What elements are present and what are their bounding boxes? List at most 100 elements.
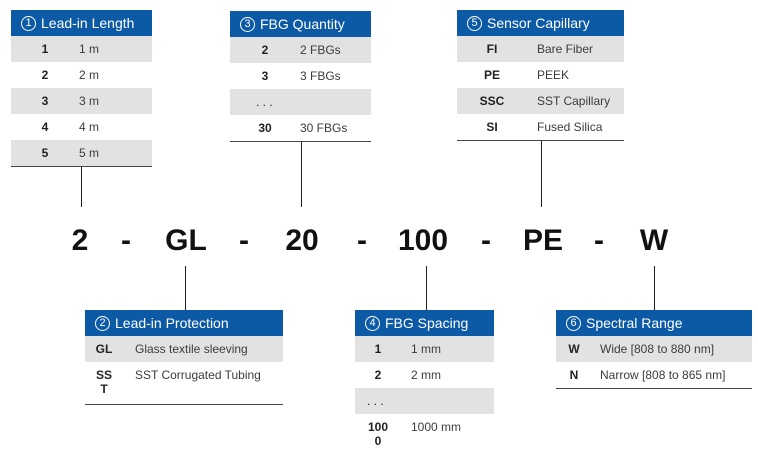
option-description: Narrow [808 to 865 nm] bbox=[600, 368, 726, 382]
fbg-spacing-header: 4 FBG Spacing bbox=[355, 310, 494, 336]
table-row: 2 2 FBGs bbox=[230, 37, 371, 63]
table-row: FI Bare Fiber bbox=[457, 36, 624, 62]
option-description: 1 m bbox=[79, 42, 100, 56]
fbg-spacing-table: 4 FBG Spacing 1 1 mm 2 2 mm . . . 100 0 … bbox=[355, 310, 494, 456]
table-bottom-rule bbox=[457, 140, 624, 141]
part-number-separator: - bbox=[239, 224, 249, 257]
option-code: 1 bbox=[374, 342, 382, 356]
part-number-separator: - bbox=[121, 224, 131, 257]
table-row: 30 30 FBGs bbox=[230, 115, 371, 141]
table-bottom-rule bbox=[556, 388, 752, 389]
part-number-segment: GL bbox=[165, 224, 207, 257]
option-code: W bbox=[568, 342, 580, 356]
lead-in-protection-title: Lead-in Protection bbox=[115, 315, 229, 331]
option-code: 5 bbox=[41, 146, 49, 160]
step-number-badge: 2 bbox=[95, 315, 110, 331]
connector-line bbox=[301, 142, 302, 207]
table-row: 100 0 1000 mm bbox=[355, 414, 494, 456]
step-number-badge: 1 bbox=[21, 15, 36, 31]
option-code: 3 bbox=[261, 69, 269, 83]
option-description: Fused Silica bbox=[537, 120, 603, 134]
table-bottom-rule bbox=[85, 404, 283, 405]
connector-line bbox=[541, 141, 542, 207]
step-number-badge: 5 bbox=[467, 15, 482, 31]
table-row: 1 1 mm bbox=[355, 336, 494, 362]
option-description: 1 mm bbox=[411, 342, 441, 356]
part-number-segment: W bbox=[639, 224, 669, 257]
option-code: 2 bbox=[261, 43, 269, 57]
fbg-quantity-title: FBG Quantity bbox=[260, 16, 345, 32]
option-code: 1 bbox=[41, 42, 49, 56]
table-bottom-rule bbox=[230, 141, 371, 142]
sensor-capillary-title: Sensor Capillary bbox=[487, 15, 590, 31]
connector-line bbox=[654, 266, 655, 310]
option-description: 3 FBGs bbox=[300, 69, 341, 83]
option-description: 30 FBGs bbox=[300, 121, 348, 135]
ellipsis-row: . . . bbox=[256, 95, 273, 109]
table-row: SI Fused Silica bbox=[457, 114, 624, 140]
step-number-badge: 4 bbox=[365, 315, 380, 331]
connector-line bbox=[185, 266, 186, 310]
option-code: PE bbox=[483, 68, 500, 82]
part-number-segment: 20 bbox=[285, 224, 319, 257]
option-description: SST Capillary bbox=[537, 94, 611, 108]
table-row: . . . bbox=[230, 89, 371, 115]
part-number-separator: - bbox=[594, 224, 604, 257]
part-number-segment: PE bbox=[522, 224, 564, 257]
table-row: SS T SST Corrugated Tubing bbox=[85, 362, 283, 404]
table-row: 2 2 m bbox=[11, 62, 152, 88]
part-number-separator: - bbox=[481, 224, 491, 257]
lead-in-length-table: 1 Lead-in Length 1 1 m 2 2 m 3 3 m 4 4 m… bbox=[11, 10, 152, 167]
option-description: 3 m bbox=[79, 94, 100, 108]
option-code: 2 bbox=[41, 68, 49, 82]
sensor-capillary-header: 5 Sensor Capillary bbox=[457, 10, 624, 36]
connector-line bbox=[81, 167, 82, 207]
spectral-range-title: Spectral Range bbox=[586, 315, 683, 331]
option-code: GL bbox=[95, 342, 113, 356]
step-number-badge: 3 bbox=[240, 16, 255, 32]
option-code: SS T bbox=[95, 368, 112, 396]
option-description: 2 m bbox=[79, 68, 100, 82]
option-description: Wide [808 to 880 nm] bbox=[600, 342, 715, 356]
lead-in-length-title: Lead-in Length bbox=[41, 15, 135, 31]
option-code: 2 bbox=[374, 368, 382, 382]
table-row: 3 3 m bbox=[11, 88, 152, 114]
option-code: FI bbox=[486, 42, 498, 56]
option-code: SI bbox=[486, 120, 498, 134]
table-row: 3 3 FBGs bbox=[230, 63, 371, 89]
table-row: 2 2 mm bbox=[355, 362, 494, 388]
option-code: 4 bbox=[41, 120, 49, 134]
option-description: 2 mm bbox=[411, 368, 441, 382]
table-row: SSC SST Capillary bbox=[457, 88, 624, 114]
table-bottom-rule bbox=[11, 166, 152, 167]
table-row: N Narrow [808 to 865 nm] bbox=[556, 362, 752, 388]
option-description: Bare Fiber bbox=[537, 42, 594, 56]
part-number-segment: 100 bbox=[397, 224, 449, 257]
lead-in-protection-table: 2 Lead-in Protection GL Glass textile sl… bbox=[85, 310, 283, 405]
option-code: 100 0 bbox=[367, 420, 389, 448]
option-code: SSC bbox=[479, 94, 505, 108]
option-description: 1000 mm bbox=[411, 420, 462, 434]
part-number-separator: - bbox=[357, 224, 367, 257]
fbg-quantity-header: 3 FBG Quantity bbox=[230, 11, 371, 37]
connector-line bbox=[426, 266, 427, 310]
table-row: PE PEEK bbox=[457, 62, 624, 88]
spectral-range-table: 6 Spectral Range W Wide [808 to 880 nm] … bbox=[556, 310, 752, 389]
table-row: W Wide [808 to 880 nm] bbox=[556, 336, 752, 362]
lead-in-length-header: 1 Lead-in Length bbox=[11, 10, 152, 36]
ellipsis-row: . . . bbox=[367, 394, 384, 408]
option-description: 2 FBGs bbox=[300, 43, 341, 57]
spectral-range-header: 6 Spectral Range bbox=[556, 310, 752, 336]
option-code: N bbox=[569, 368, 579, 382]
step-number-badge: 6 bbox=[566, 315, 581, 331]
fbg-spacing-title: FBG Spacing bbox=[385, 315, 469, 331]
fbg-quantity-table: 3 FBG Quantity 2 2 FBGs 3 3 FBGs . . . 3… bbox=[230, 11, 371, 142]
table-row: GL Glass textile sleeving bbox=[85, 336, 283, 362]
table-row: 1 1 m bbox=[11, 36, 152, 62]
table-row: 5 5 m bbox=[11, 140, 152, 166]
option-description: 5 m bbox=[79, 146, 100, 160]
lead-in-protection-header: 2 Lead-in Protection bbox=[85, 310, 283, 336]
option-description: SST Corrugated Tubing bbox=[135, 368, 261, 382]
option-code: 30 bbox=[258, 121, 272, 135]
option-code: 3 bbox=[41, 94, 49, 108]
